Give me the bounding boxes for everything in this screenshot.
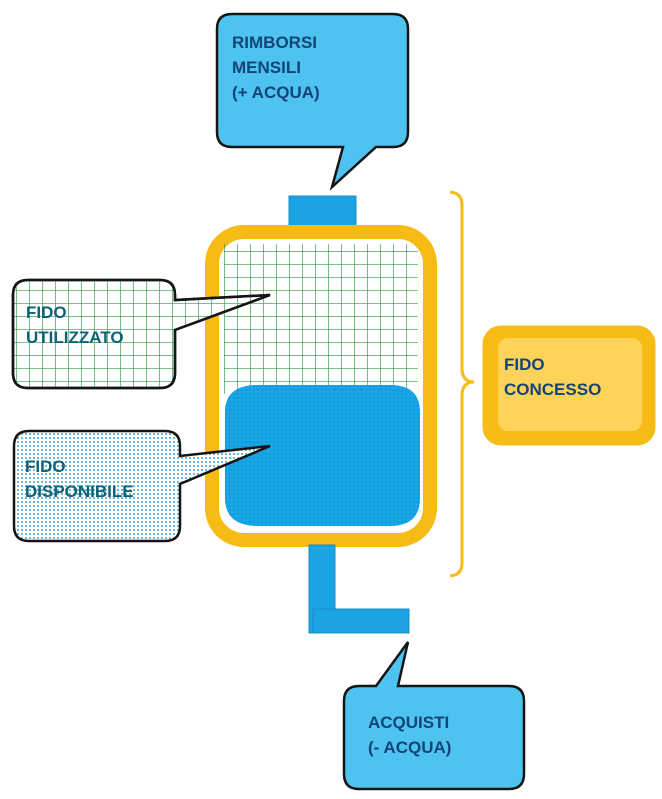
available-credit-label: FIDO DISPONIBILE (25, 457, 134, 501)
outlet-pipe-horizontal (312, 608, 410, 634)
repayments-callout-shape (215, 12, 410, 191)
purchases-label: ACQUISTI (- ACQUA) (368, 713, 452, 757)
used-credit-label: FIDO UTILIZZATO (26, 303, 124, 347)
tank (205, 225, 437, 547)
purchases-callout-shape (342, 641, 526, 791)
repayments-label: RIMBORSI MENSILI (+ ACQUA) (232, 33, 320, 102)
granted-credit-label: FIDO CONCESSO (504, 355, 602, 399)
credit-bracket (449, 190, 475, 578)
available-credit-callout-shape (12, 429, 271, 543)
available-credit-water (225, 385, 420, 526)
used-credit-grid (224, 244, 418, 394)
